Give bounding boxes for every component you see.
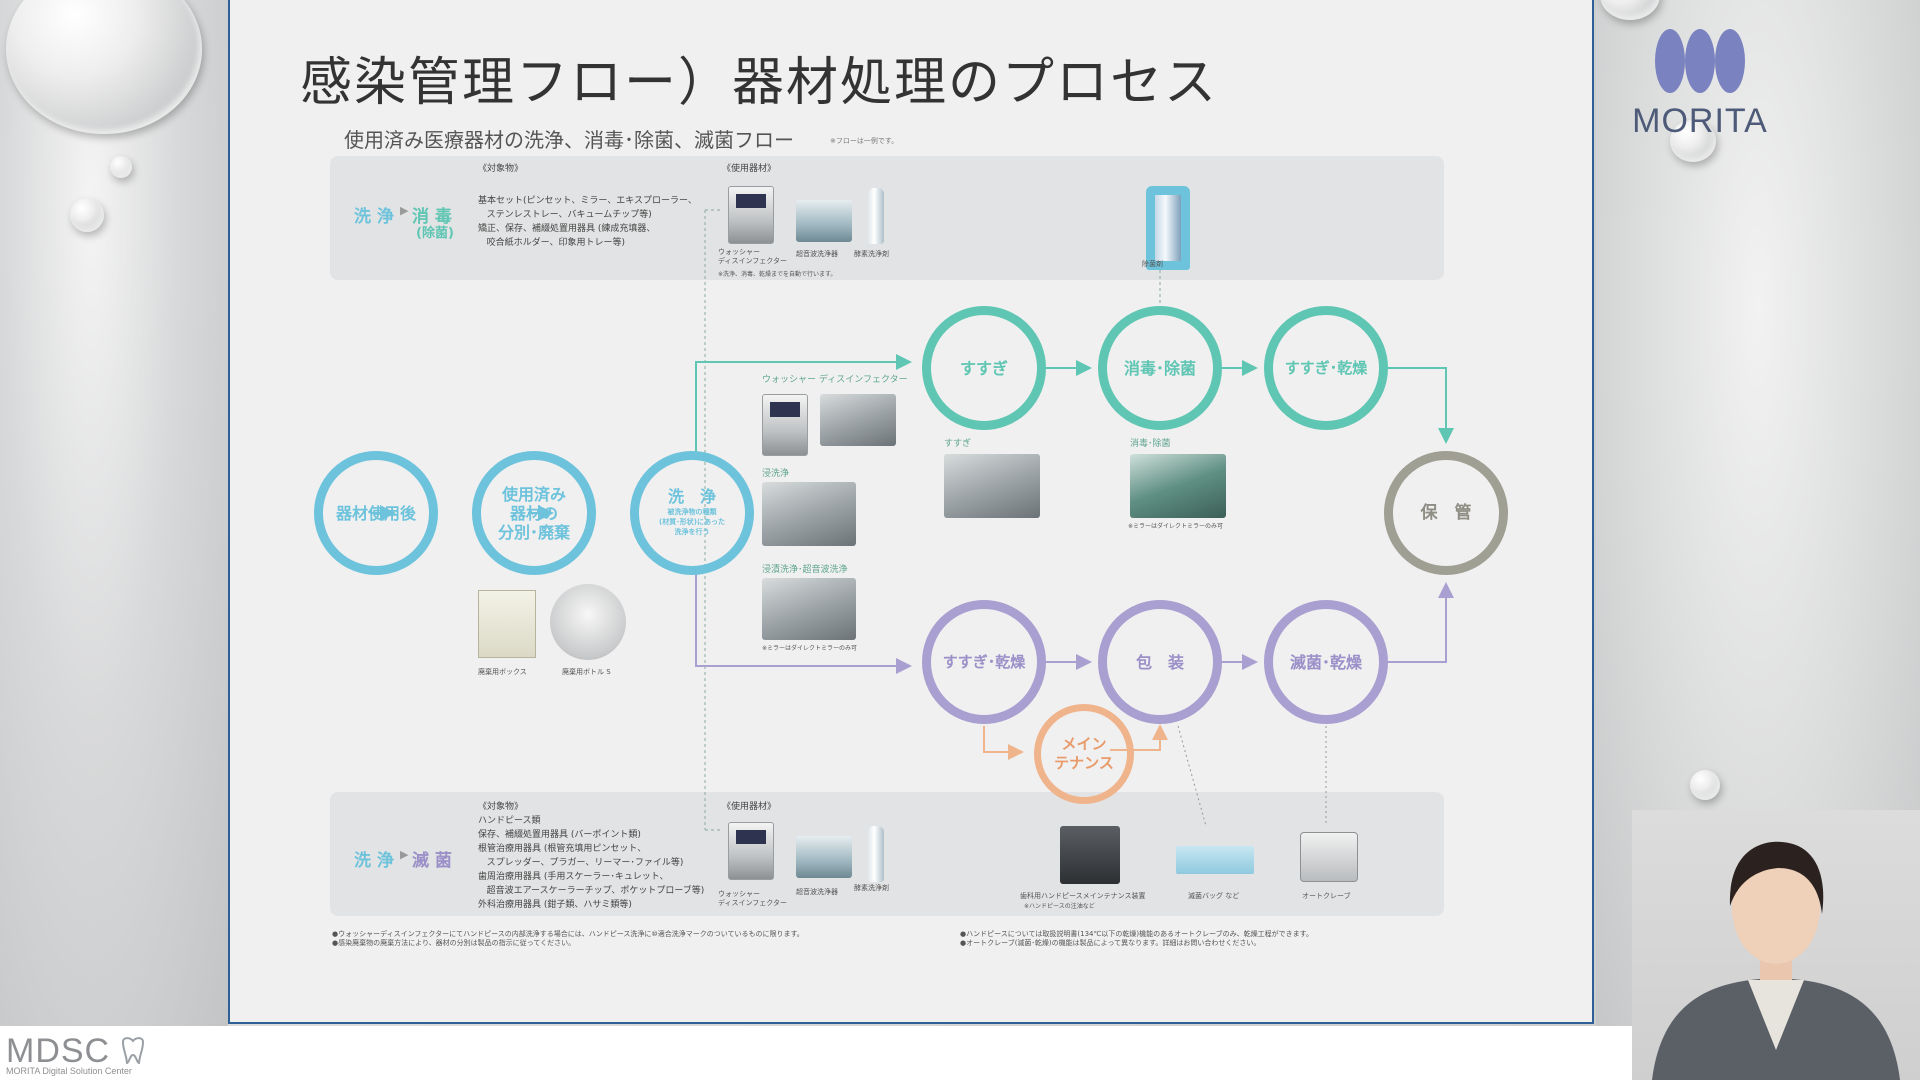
slide: 感染管理フロー）器材処理のプロセス 使用済み医療器材の洗浄、消毒･除菌、滅菌フロ… <box>228 0 1594 1024</box>
sterilization-bag-label: 滅菌バッグ など <box>1188 892 1240 900</box>
footer-bar <box>0 1026 1920 1080</box>
autoclave-image <box>1300 832 1358 882</box>
top-objects-header: 《対象物》 <box>478 164 524 174</box>
top-ultrasonic-label: 超音波洗浄器 <box>796 250 838 258</box>
immersion-note: ※ミラーはダイレクトミラーのみ可 <box>762 645 858 652</box>
left-background <box>0 0 228 1026</box>
node-wash-sub: 被洗浄物の種類 (材質･形状)にあった 洗浄を行う <box>659 507 725 536</box>
bottom-tag-wash: 洗 浄 <box>354 851 394 871</box>
top-washer-label: ウォッシャー ディスインフェクター <box>718 248 788 265</box>
water-drop-small <box>70 198 104 232</box>
top-panel <box>330 156 1444 280</box>
node-maintenance: メイン テナンス <box>1034 704 1134 804</box>
mdsc-logo-text: MDSC <box>6 1032 111 1070</box>
top-tag-arrow-icon: ▶ <box>400 204 409 217</box>
footnote-right: ●ハンドピースについては取扱説明書(134℃以下の乾燥)機能のあるオートクレーブ… <box>960 930 1313 947</box>
node-packaging: 包 装 <box>1098 600 1222 724</box>
top-tag-disinfect: 消 毒 <box>412 207 452 227</box>
immersion-tray-image <box>762 578 856 640</box>
disinfect-photo-label: 消毒･除菌 <box>1130 439 1171 449</box>
top-tag-sanitize: (除菌) <box>416 226 454 241</box>
bottom-enzyme-label: 酵素洗浄剤 <box>854 884 889 892</box>
top-equipment-note: ※洗浄、消毒、乾燥までを自動で行います。 <box>718 271 837 278</box>
waste-box-image <box>478 590 536 658</box>
node-rinse-dry-top: すすぎ･乾燥 <box>1264 306 1388 430</box>
node-storage: 保 管 <box>1384 451 1508 575</box>
node-sterilize-dry: 滅菌･乾燥 <box>1264 600 1388 724</box>
handpiece-maintenance-image <box>1060 826 1120 884</box>
node-wash-title: 洗 浄 <box>667 486 716 506</box>
bottom-tag-arrow-icon: ▶ <box>400 848 409 861</box>
top-equipment-header: 《使用器材》 <box>722 164 777 174</box>
top-disinfectant-label: 除菌剤 <box>1142 260 1163 268</box>
bottom-washer-image <box>728 822 774 880</box>
top-washer-image <box>728 186 774 244</box>
water-drop-right <box>1690 770 1720 800</box>
bottom-objects-text: ハンドピース類 保存、補綴処置用器具 (バーポイント類) 根管治療用器具 (根管… <box>478 816 705 910</box>
morita-logo-icon <box>1655 29 1745 93</box>
mid-washer-image <box>762 394 808 456</box>
autoclave-label: オートクレーブ <box>1302 892 1351 900</box>
bottom-tag-sterilize: 滅 菌 <box>412 851 452 871</box>
flow-connectors <box>370 209 1454 831</box>
rinse-image <box>944 454 1040 518</box>
water-drop-right <box>1670 120 1716 162</box>
bottom-objects-header: 《対象物》 <box>478 802 524 812</box>
hand-wash-label: 浸洗浄 <box>762 469 790 479</box>
presenter-figure <box>1652 841 1900 1080</box>
node-after-use: 器材使用後 <box>314 451 438 575</box>
presenter-video <box>1632 810 1920 1080</box>
slide-subtitle: 使用済み医療器材の洗浄、消毒･除菌、滅菌フロー <box>344 128 794 152</box>
hand-wash-image <box>762 482 856 546</box>
waste-tool-label: 廃棄用ボトル S <box>562 668 611 676</box>
mdsc-subtitle: MORITA Digital Solution Center <box>6 1066 132 1076</box>
slide-title: 感染管理フロー）器材処理のプロセス <box>300 53 1219 113</box>
node-disinfect: 消毒･除菌 <box>1098 306 1222 430</box>
bottom-panel <box>330 792 1444 916</box>
node-rinse: すすぎ <box>922 306 1046 430</box>
bottom-washer-label: ウォッシャー ディスインフェクター <box>718 890 788 907</box>
rinse-photo-label: すすぎ <box>944 439 972 449</box>
water-drop-right <box>1600 0 1660 20</box>
handpiece-maintenance-note: ※ハンドピースの注油など <box>1024 903 1095 910</box>
bottom-ultrasonic-label: 超音波洗浄器 <box>796 888 838 896</box>
washer-section-label: ウォッシャー ディスインフェクター <box>762 375 908 385</box>
footnote-left: ●ウォッシャーディスインフェクターにてハンドピースの内部洗浄する場合には、ハンド… <box>332 930 804 947</box>
node-wash: 洗 浄 被洗浄物の種類 (材質･形状)にあった 洗浄を行う <box>630 451 754 575</box>
morita-logo-text: MORITA <box>1632 102 1768 140</box>
bottom-enzyme-bottle-image <box>868 826 884 882</box>
top-ultrasonic-image <box>796 200 852 242</box>
sterilization-bag-image <box>1176 846 1254 874</box>
waste-tool-image <box>550 584 626 660</box>
waste-box-label: 廃棄用ボックス <box>478 668 527 676</box>
node-rinse-dry-bottom: すすぎ･乾燥 <box>922 600 1046 724</box>
water-drop-large <box>6 0 202 134</box>
water-drop-small <box>110 156 132 178</box>
top-enzyme-bottle-image <box>868 188 884 244</box>
mid-washer-rack-image <box>820 394 896 446</box>
disinfect-note: ※ミラーはダイレクトミラーのみ可 <box>1128 523 1224 530</box>
top-disinfectant-bottle-image <box>1146 186 1190 270</box>
tooth-icon <box>121 1037 145 1065</box>
subtitle-note: ※フローは一例です。 <box>830 137 899 145</box>
handpiece-maintenance-label: 歯科用ハンドピースメインテナンス装置 <box>1020 892 1146 900</box>
top-enzyme-label: 酵素洗浄剤 <box>854 250 889 258</box>
immersion-ultrasonic-label: 浸漬洗浄･超音波洗浄 <box>762 565 848 575</box>
top-tag-wash: 洗 浄 <box>354 207 394 227</box>
disinfect-image <box>1130 454 1226 518</box>
bottom-equipment-header: 《使用器材》 <box>722 802 777 812</box>
node-sort-dispose: 使用済み 器材の 分別･廃棄 <box>472 451 596 575</box>
bottom-ultrasonic-image <box>796 836 852 878</box>
top-objects-text: 基本セット(ピンセット、ミラー、エキスプローラー、 ステンレストレー、バキューム… <box>478 196 697 248</box>
